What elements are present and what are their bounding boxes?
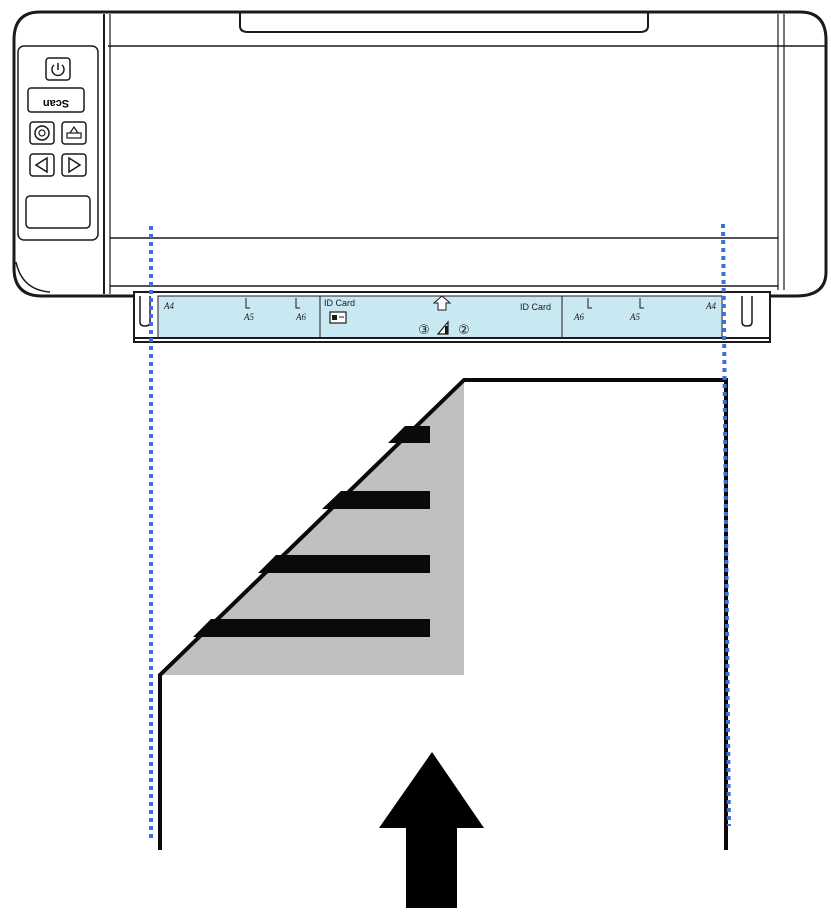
- step-marker-3: ③: [418, 323, 430, 338]
- up-arrow-icon: [432, 295, 452, 311]
- tray-label-id-card-right: ID Card: [520, 302, 551, 312]
- settings-button[interactable]: [29, 121, 55, 145]
- copy-button[interactable]: [61, 121, 87, 145]
- display-screen: [25, 195, 91, 229]
- tray-label-a6-left: A6: [295, 312, 306, 322]
- tray-label-a5-left: A5: [243, 312, 254, 322]
- card-corner-icon: [436, 320, 449, 335]
- right-button[interactable]: [61, 153, 87, 177]
- power-icon: [51, 63, 65, 77]
- tray-label-id-card-left: ID Card: [324, 298, 355, 308]
- tray-label-a4-right: A4: [705, 301, 716, 311]
- insert-direction-arrow: [379, 752, 484, 908]
- document-text-lines: [193, 426, 430, 637]
- scan-button-label: Scan: [43, 97, 70, 109]
- left-button[interactable]: [29, 153, 55, 177]
- control-panel: Scan: [17, 45, 99, 241]
- tray-label-a4-left: A4: [163, 301, 174, 311]
- tray-label-a6-right: A6: [573, 312, 584, 322]
- gear-icon: [34, 125, 50, 141]
- right-paper-guide[interactable]: [741, 296, 753, 327]
- scan-button[interactable]: Scan: [27, 87, 85, 113]
- id-card-icon: [329, 311, 347, 324]
- step-marker-2: ②: [458, 323, 470, 338]
- copy-icon: [66, 125, 82, 139]
- triangle-left-icon: [34, 156, 48, 174]
- scanner-body: [12, 10, 828, 298]
- power-button[interactable]: [45, 57, 71, 81]
- triangle-right-icon: [68, 156, 82, 174]
- feed-tray: A4 A5 A6 ID Card ③ ② ID Card A6 A5 A4: [133, 291, 771, 343]
- tray-label-a5-right: A5: [629, 312, 640, 322]
- document-sheet: [158, 378, 728, 850]
